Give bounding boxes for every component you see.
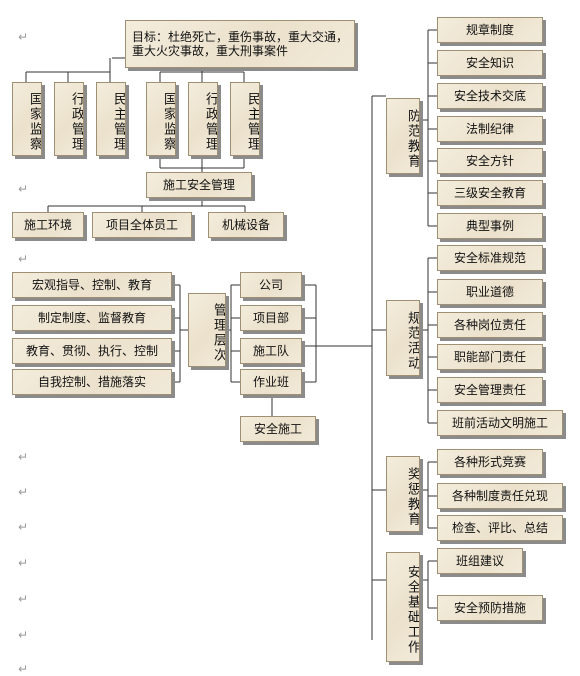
standard-item-pre-shift-activity: 班前活动文明施工 <box>437 410 563 436</box>
prevention-item-safety-policy: 安全方针 <box>437 148 543 174</box>
goal-line-2: 重大火灾事故，重大刑事案件 <box>132 44 289 58</box>
foundation-item-team-suggestions: 班组建议 <box>437 548 523 574</box>
paragraph-mark: ↵ <box>18 556 29 570</box>
category-standard-activity: 规范活动 <box>386 300 420 376</box>
standard-item-professional-ethics: 职业道德 <box>437 279 543 305</box>
machinery-equipment: 机械设备 <box>208 212 284 238</box>
paragraph-mark: ↵ <box>18 592 29 606</box>
paragraph-mark: ↵ <box>18 30 29 44</box>
prevention-item-safety-knowledge: 安全知识 <box>437 50 543 76</box>
safe-construction: 安全施工 <box>240 416 316 442</box>
org-company: 公司 <box>240 272 302 298</box>
prevention-item-typical-cases: 典型事例 <box>437 213 543 239</box>
reward-item-competitions: 各种形式竞赛 <box>437 449 543 475</box>
category-safety-foundation: 安全基础工作 <box>386 552 420 662</box>
paragraph-mark: ↵ <box>18 520 29 534</box>
construction-safety-management: 施工安全管理 <box>146 172 252 198</box>
left-item-macro-guidance: 宏观指导、控制、教育 <box>12 272 172 298</box>
org-project-department: 项目部 <box>240 305 302 331</box>
paragraph-mark: ↵ <box>18 628 29 642</box>
paragraph-mark: ↵ <box>18 662 29 676</box>
prevention-item-technical-briefing: 安全技术交底 <box>437 83 543 109</box>
paragraph-mark: ↵ <box>18 182 29 196</box>
standard-item-safety-standards: 安全标准规范 <box>437 245 543 271</box>
org-work-shift: 作业班 <box>240 369 302 395</box>
top-mid-administrative-management: 行政管理 <box>188 82 218 156</box>
standard-item-safety-management-responsibility: 安全管理责任 <box>437 377 543 403</box>
paragraph-mark: ↵ <box>18 252 29 266</box>
category-prevention-education: 防范教育 <box>386 98 420 174</box>
reward-item-inspection-review: 检查、评比、总结 <box>437 515 563 541</box>
prevention-item-three-level-education: 三级安全教育 <box>437 180 543 206</box>
goal-line-1: 目标：杜绝死亡，重伤事故，重大交通， <box>132 30 349 44</box>
top-left-democratic-management: 民主管理 <box>96 82 126 156</box>
left-item-education-implementation: 教育、贯彻、执行、控制 <box>12 338 172 364</box>
reward-item-system-fulfillment: 各种制度责任兑现 <box>437 483 563 509</box>
category-reward-punishment: 奖惩教育 <box>386 456 420 532</box>
org-construction-team: 施工队 <box>240 338 302 364</box>
top-mid-national-supervision: 国家监察 <box>146 82 176 156</box>
standard-item-post-responsibility: 各种岗位责任 <box>437 312 543 338</box>
construction-environment: 施工环境 <box>12 212 84 238</box>
paragraph-mark: ↵ <box>18 450 29 464</box>
foundation-item-safety-prevention-measures: 安全预防措施 <box>437 595 543 621</box>
prevention-item-rules: 规章制度 <box>437 17 543 43</box>
top-left-national-supervision: 国家监察 <box>12 82 42 156</box>
all-project-staff: 项目全体员工 <box>92 212 192 238</box>
standard-item-department-responsibility: 职能部门责任 <box>437 344 543 370</box>
prevention-item-legal-discipline: 法制纪律 <box>437 116 543 142</box>
left-item-self-control: 自我控制、措施落实 <box>12 369 172 395</box>
goal-box: 目标：杜绝死亡，重伤事故，重大交通， 重大火灾事故，重大刑事案件 <box>125 20 355 68</box>
management-level: 管理层次 <box>188 293 226 367</box>
top-mid-democratic-management: 民主管理 <box>230 82 260 156</box>
top-left-administrative-management: 行政管理 <box>54 82 84 156</box>
left-item-formulate-system: 制定制度、监督教育 <box>12 305 172 331</box>
paragraph-mark: ↵ <box>18 485 29 499</box>
